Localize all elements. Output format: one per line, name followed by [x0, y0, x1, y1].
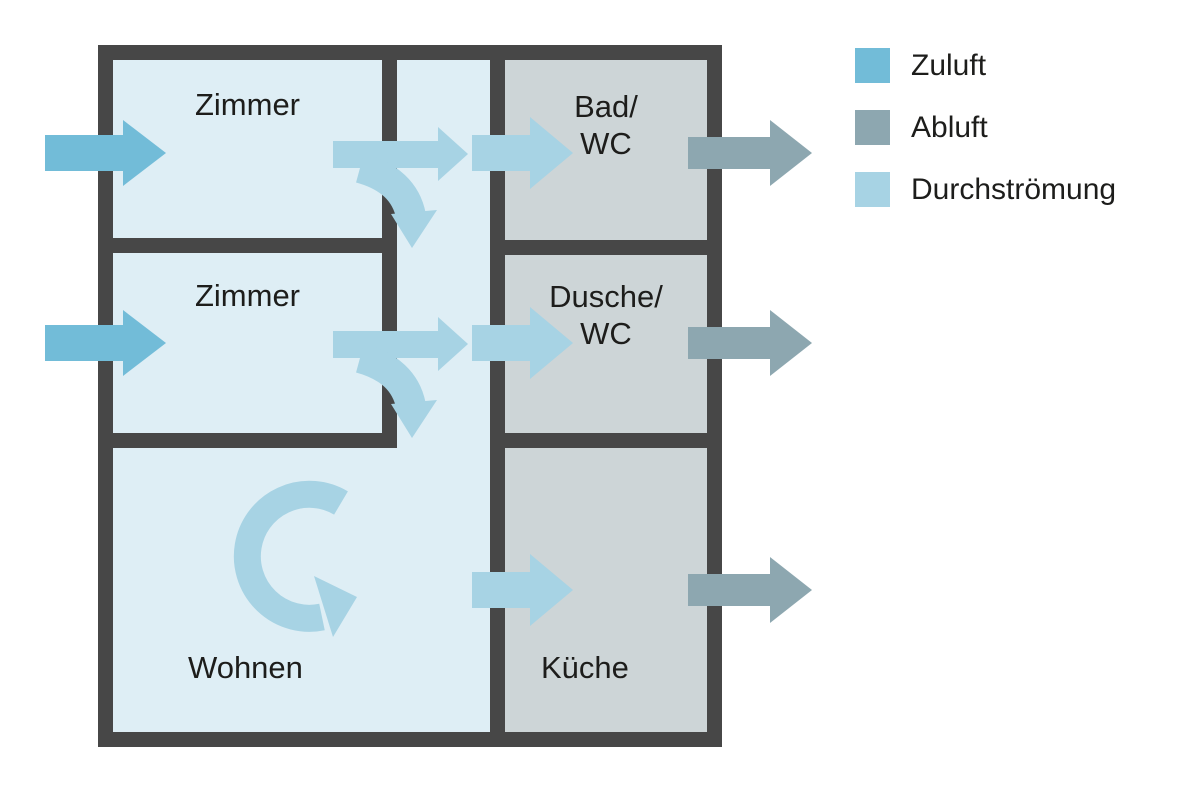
legend-label-durchstroemung: Durchströmung	[911, 173, 1117, 206]
room-label-zimmer-2: Zimmer	[194, 278, 301, 313]
room-dusche-wc: Dusche/ WC	[505, 255, 707, 433]
room-wohnen: Wohnen	[113, 448, 490, 732]
room-corridor	[397, 60, 490, 448]
room-label-dusche-wc-line1: Dusche/	[549, 279, 663, 314]
room-label-wohnen: Wohnen	[188, 650, 303, 685]
room-label-bad-wc-line1: Bad/	[574, 89, 638, 124]
room-zimmer-1: Zimmer	[113, 60, 382, 238]
floor-plan: Zimmer Zimmer Wohnen Bad/ WC Dusche/ WC …	[98, 45, 722, 747]
legend-item-zuluft: Zuluft	[855, 48, 1116, 83]
room-label-zimmer-1: Zimmer	[194, 87, 301, 122]
legend-label-abluft: Abluft	[911, 111, 988, 144]
abluft-color-swatch-icon	[855, 110, 890, 145]
zuluft-color-swatch-icon	[855, 48, 890, 83]
room-label-bad-wc-line2: WC	[580, 126, 632, 161]
legend-item-durchstroemung: Durchströmung	[855, 172, 1116, 207]
room-label-kueche: Küche	[541, 650, 629, 685]
room-kueche: Küche	[505, 448, 707, 732]
room-label-dusche-wc-line2: WC	[580, 316, 632, 351]
room-zimmer-2: Zimmer	[113, 253, 382, 433]
legend-item-abluft: Abluft	[855, 110, 1116, 145]
legend-label-zuluft: Zuluft	[911, 49, 987, 82]
durchstroemung-color-swatch-icon	[855, 172, 890, 207]
room-bad-wc: Bad/ WC	[505, 60, 707, 240]
legend: Zuluft Abluft Durchströmung	[855, 48, 1116, 234]
